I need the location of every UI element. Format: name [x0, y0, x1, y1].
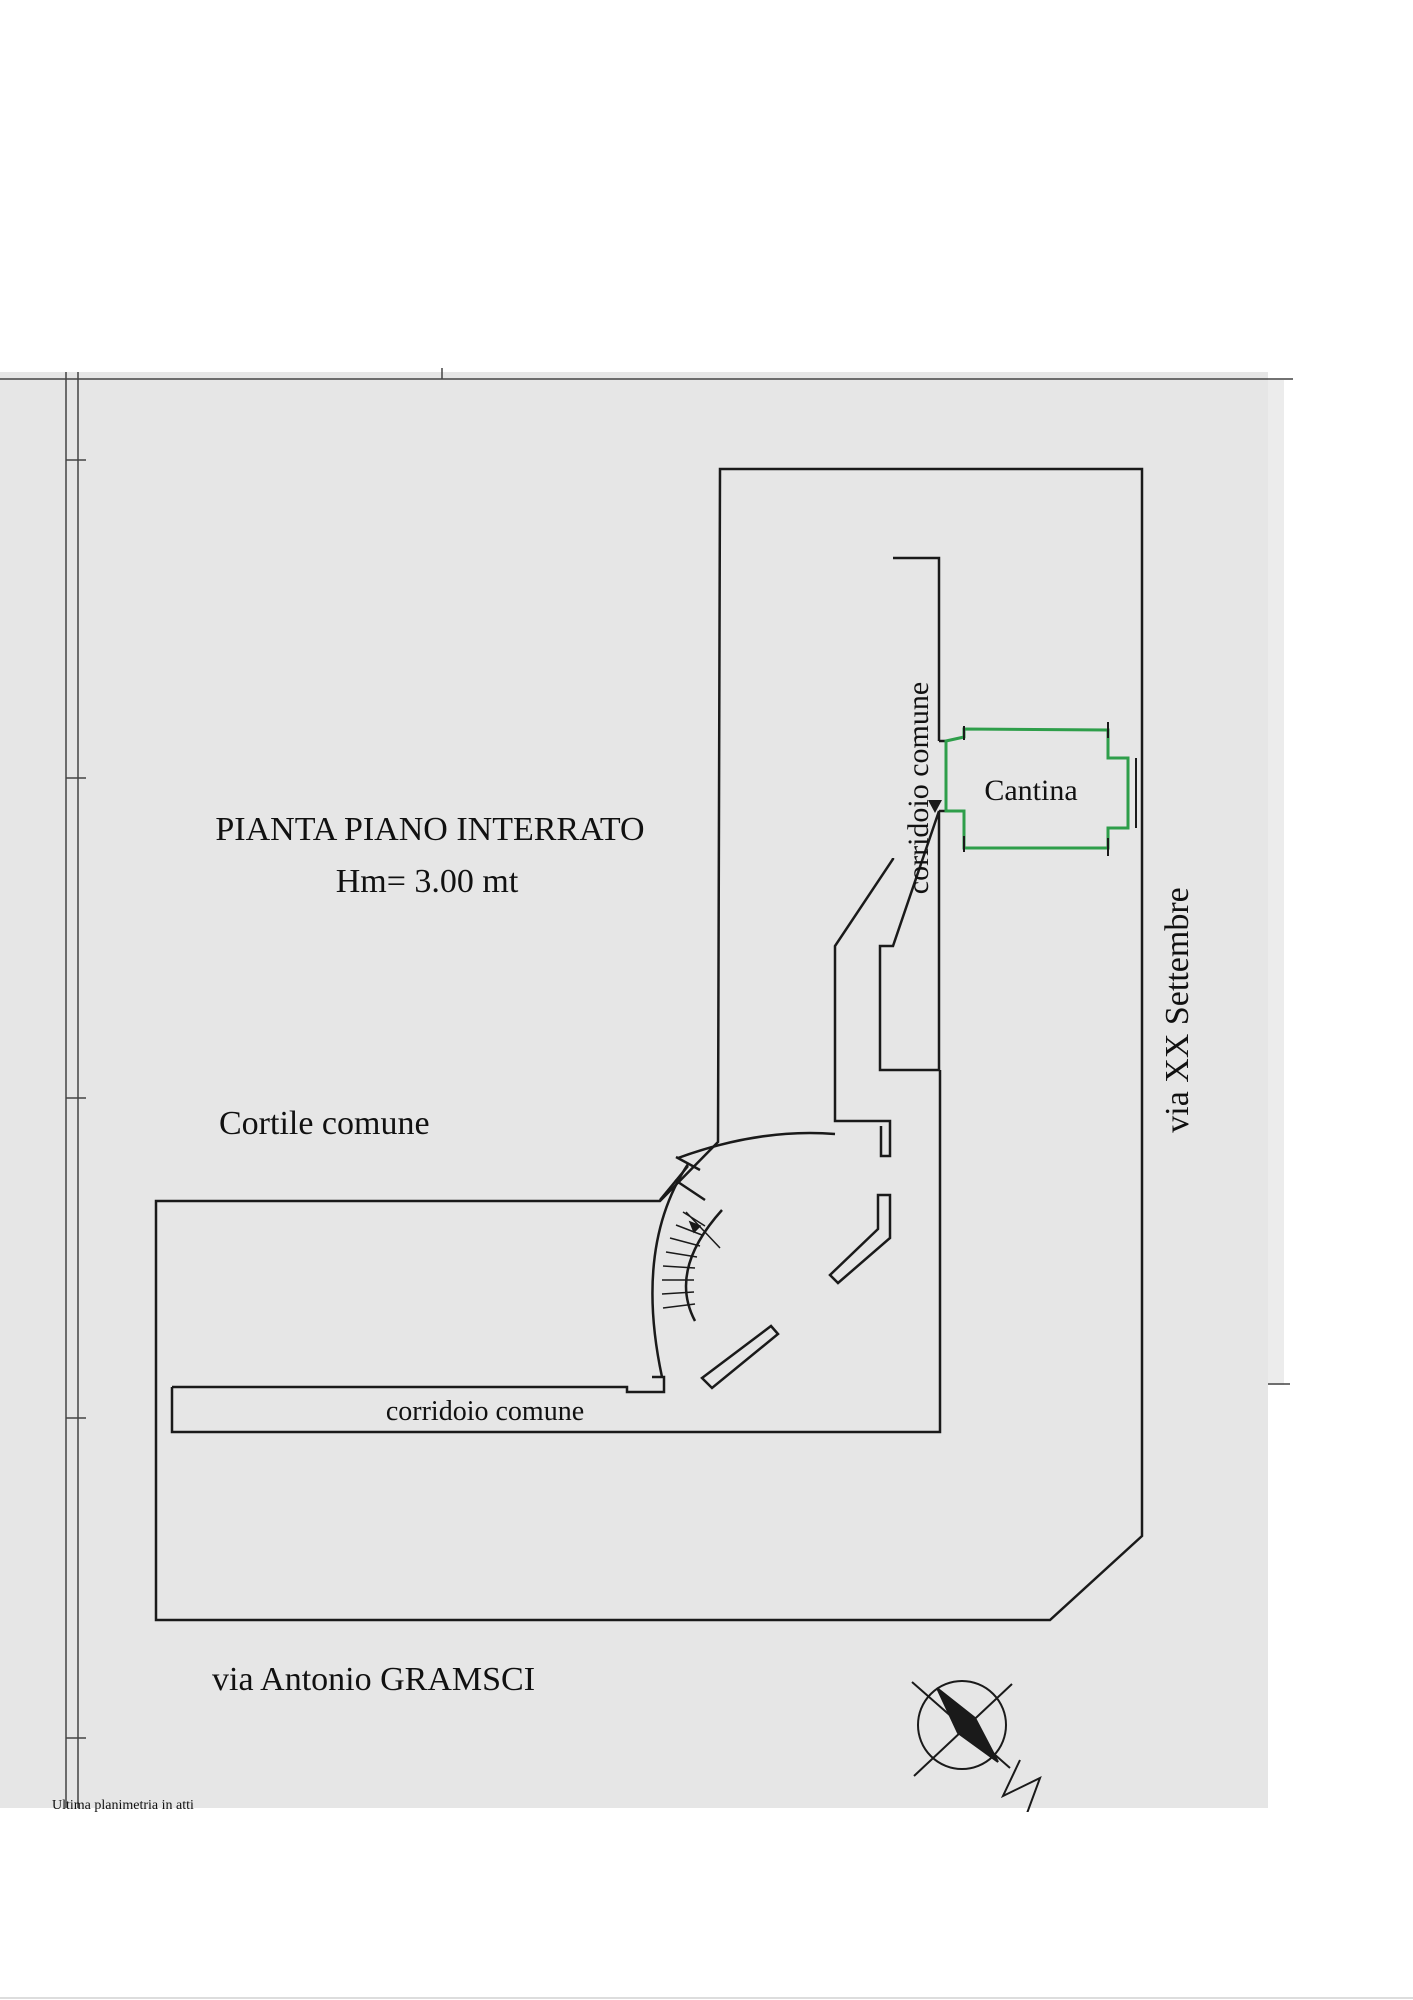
height-note: Hm= 3.00 mt: [336, 863, 519, 900]
corridor-vertical-label: corridoio comune: [902, 682, 935, 894]
paper-strip-right: [1268, 380, 1284, 1385]
sheet-frame: [0, 368, 1293, 1808]
stair-treads: [661, 1211, 721, 1309]
perimeter-wall: [154, 467, 1144, 1622]
street-east-label: via XX Settembre: [1159, 887, 1196, 1133]
cellar-ticks: [963, 722, 1137, 856]
footer-fragment: Ultima planimetria in atti: [52, 1798, 194, 1813]
interior-piers: [700, 1193, 892, 1390]
corridor-horizontal-label: corridoio comune: [386, 1396, 584, 1427]
stair-hall: [651, 1131, 836, 1378]
street-south-label: via Antonio GRAMSCI: [212, 1661, 535, 1698]
courtyard-label: Cortile comune: [219, 1105, 430, 1142]
cellar-label: Cantina: [984, 774, 1077, 807]
paper-background: [0, 372, 1268, 1808]
entry-arrow-icon: [928, 800, 942, 813]
blank-lower-area: [10, 1812, 1413, 2000]
plan-title: PIANTA PIANO INTERRATO: [215, 811, 644, 848]
compass-north-icon: [911, 1680, 1042, 1817]
vertical-corridor-wall: [833, 556, 941, 1158]
